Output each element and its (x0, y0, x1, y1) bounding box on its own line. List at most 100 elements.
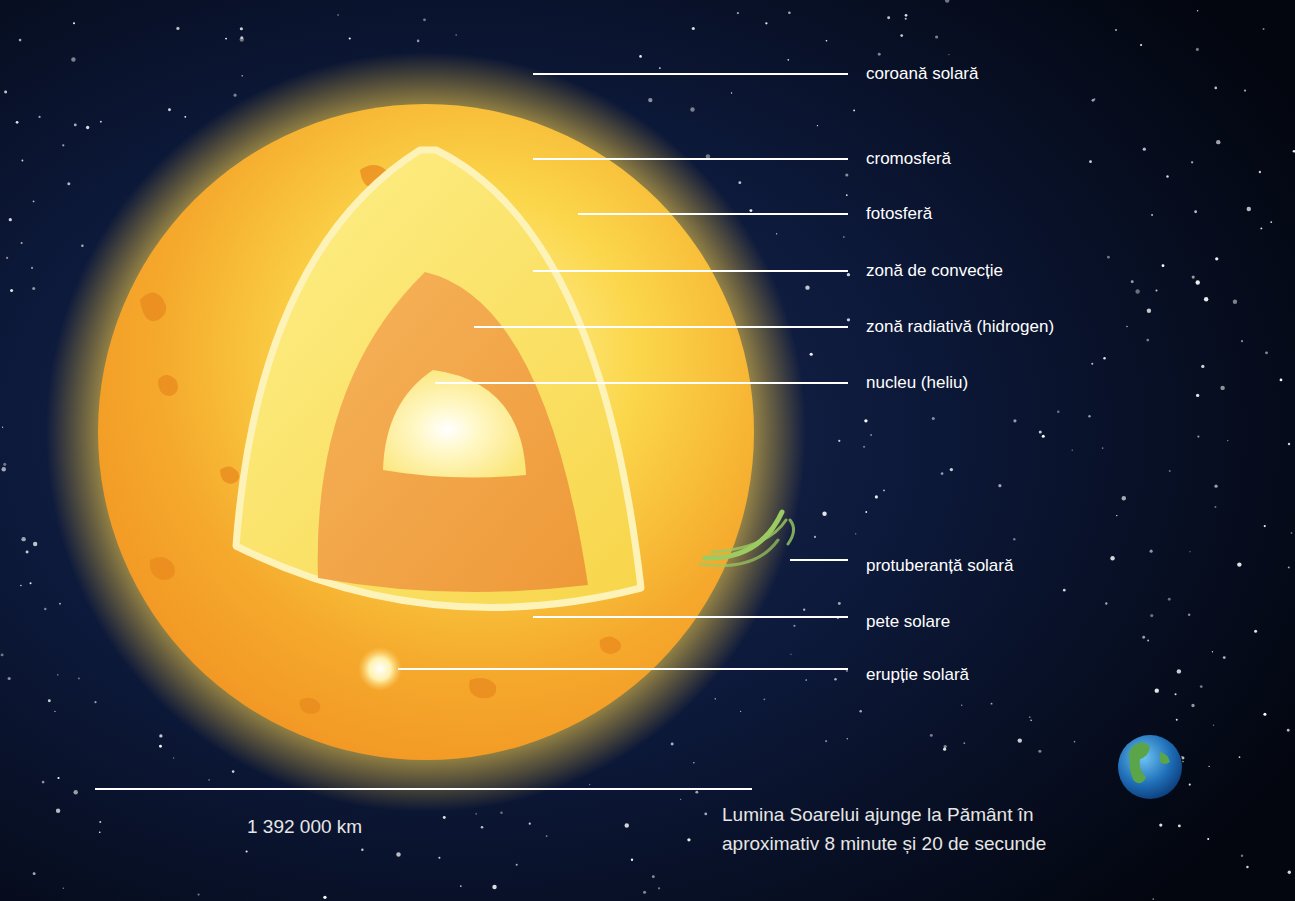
star (184, 116, 186, 118)
part-label: cromosferă (866, 149, 951, 168)
star (991, 703, 993, 705)
star (86, 126, 89, 129)
convection-zone (236, 150, 641, 607)
star (1214, 506, 1216, 508)
radiative-zone (318, 272, 588, 592)
star (59, 603, 61, 605)
earth-icon (1118, 735, 1182, 799)
star (690, 107, 694, 111)
star (48, 699, 51, 702)
star (1191, 161, 1193, 163)
star (9, 218, 12, 221)
star (16, 121, 19, 124)
star (44, 608, 46, 610)
star (1151, 214, 1153, 216)
star (838, 440, 840, 442)
star (546, 835, 548, 837)
star (438, 857, 440, 859)
star (1263, 713, 1266, 716)
star (680, 799, 681, 800)
label-box: cromosferă (866, 149, 951, 169)
star (1089, 160, 1092, 163)
star (42, 781, 45, 784)
star (241, 75, 243, 77)
star (8, 677, 11, 680)
star (788, 11, 791, 14)
star (1207, 838, 1209, 840)
star (62, 144, 64, 146)
star (1227, 440, 1228, 441)
star (168, 108, 171, 111)
star (19, 39, 22, 42)
star (475, 813, 477, 815)
star (998, 484, 1001, 487)
star (246, 851, 248, 853)
star (963, 742, 965, 744)
star (1074, 741, 1076, 743)
star (1223, 656, 1226, 659)
label-box: nucleu (heliu) (866, 373, 968, 393)
star (843, 236, 844, 237)
part-label: pete solare (866, 612, 950, 631)
star (232, 770, 235, 773)
caption-text: Lumina Soarelui ajunge la Pământ în apro… (722, 800, 1072, 858)
star (1241, 340, 1243, 342)
star (864, 419, 867, 422)
star (1150, 614, 1153, 617)
solar-prominence (700, 512, 794, 566)
star (1103, 357, 1105, 359)
star (944, 745, 947, 748)
star (94, 701, 96, 703)
star (1152, 898, 1154, 900)
star (1196, 280, 1200, 284)
part-label: zonă de convecție (866, 261, 1003, 280)
star (1176, 719, 1178, 721)
star (1029, 716, 1031, 718)
star (1233, 299, 1237, 303)
star (4, 91, 7, 94)
star (950, 468, 953, 471)
star (1146, 339, 1149, 342)
star (1018, 738, 1022, 742)
star (1159, 823, 1162, 826)
star (648, 98, 652, 102)
part-label: coroană solară (866, 64, 978, 83)
star (1063, 589, 1066, 592)
star (1115, 29, 1117, 31)
star (1280, 379, 1283, 382)
star (33, 542, 37, 546)
star (625, 823, 629, 827)
part-label: nucleu (heliu) (866, 373, 968, 392)
star (337, 14, 338, 15)
star (234, 94, 237, 97)
star (1093, 98, 1095, 100)
star (1177, 669, 1181, 673)
star (805, 679, 807, 681)
star (870, 434, 872, 436)
star (30, 582, 32, 584)
star (240, 27, 243, 30)
star (1013, 419, 1016, 422)
star (1192, 276, 1195, 279)
star (208, 779, 209, 780)
star (834, 678, 836, 680)
star (1220, 386, 1224, 390)
star (159, 734, 162, 737)
star (1288, 566, 1290, 568)
star (1140, 44, 1142, 46)
star (1208, 766, 1209, 767)
star (99, 831, 101, 833)
sun-glow (46, 52, 806, 812)
star (1150, 550, 1153, 553)
part-label: protuberanță solară (866, 556, 1013, 575)
star (1155, 290, 1157, 292)
star (737, 12, 739, 14)
label-box: zonă de convecție (866, 261, 1003, 281)
star (74, 790, 78, 794)
star (1188, 613, 1190, 615)
part-label: erupție solară (866, 665, 969, 684)
star (814, 536, 816, 538)
star (822, 512, 826, 516)
star (695, 791, 698, 794)
scale-bar (95, 788, 752, 790)
